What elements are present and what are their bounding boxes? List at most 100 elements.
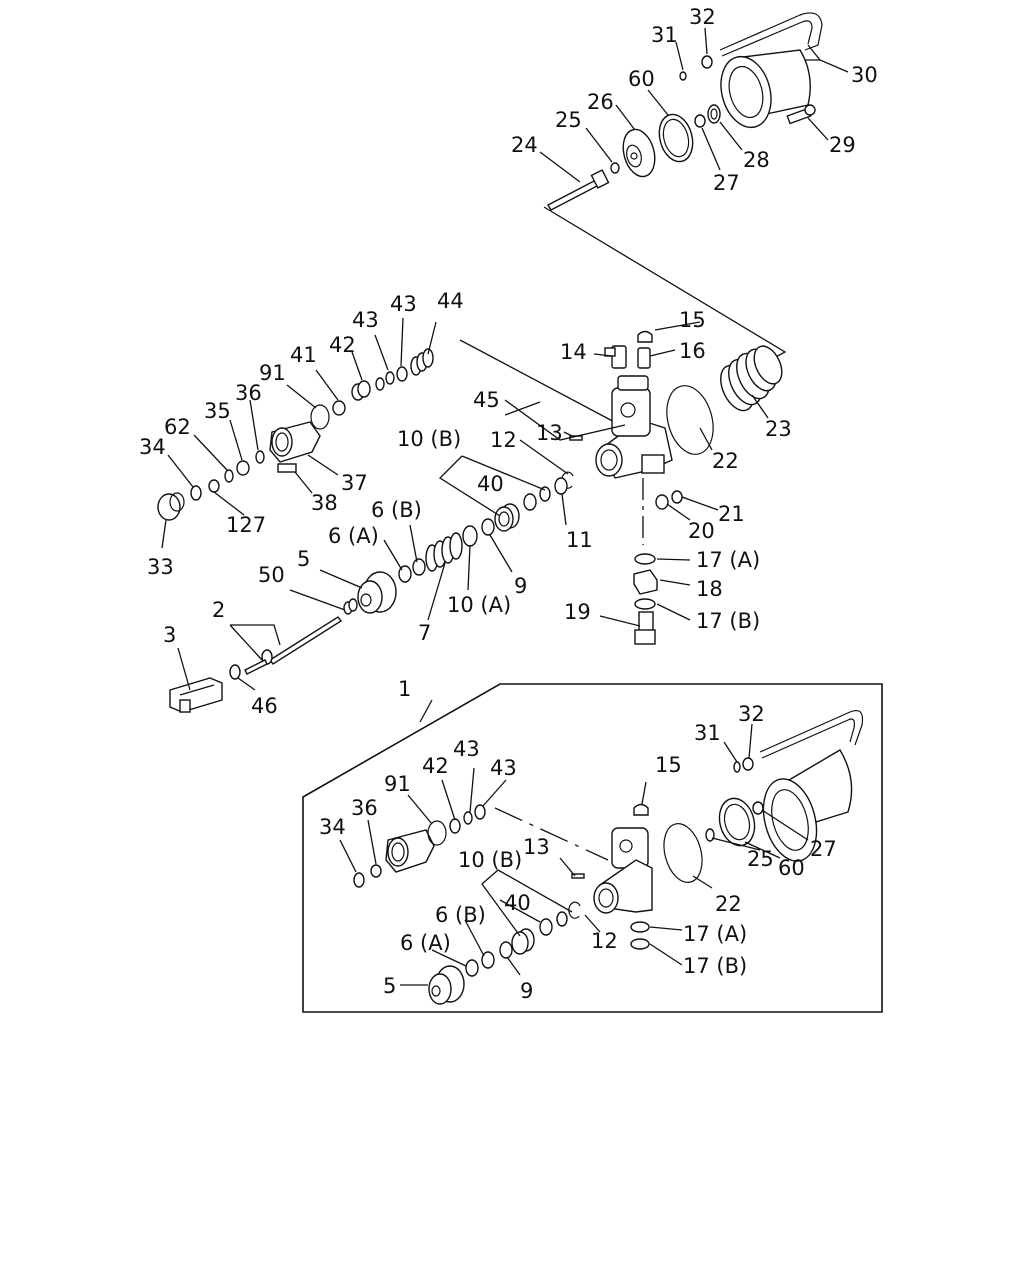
- callout-36: 36: [235, 381, 262, 405]
- cover-assembly-group: [547, 12, 823, 211]
- part-62-ring: [224, 469, 234, 483]
- inset-32: [742, 757, 754, 771]
- callout-25: 25: [555, 108, 582, 132]
- part-27-washer: [694, 114, 706, 128]
- callout-15: 15: [679, 308, 706, 332]
- inset-9: [499, 941, 513, 959]
- part-30-cover: [719, 12, 823, 129]
- callout-29: 29: [829, 133, 856, 157]
- callout-37: 37: [341, 471, 368, 495]
- inset-callout-5: 5: [383, 974, 396, 998]
- callout-11: 11: [566, 528, 593, 552]
- part-10b-cup: [494, 503, 520, 532]
- part-17a-washer: [634, 553, 656, 565]
- inset-43a: [463, 811, 473, 825]
- callout-34: 34: [139, 435, 166, 459]
- inset-25: [705, 828, 715, 842]
- part-50-boot: [343, 598, 358, 615]
- part-11-washer: [554, 477, 568, 495]
- callout-45: 45: [473, 388, 500, 412]
- inset-13: [571, 873, 585, 879]
- inset-callout-43b: 43: [490, 756, 517, 780]
- inset-callout-27: 27: [810, 837, 837, 861]
- housing: [595, 375, 673, 479]
- callout-43-a: 43: [352, 308, 379, 332]
- part-19-bolt: [634, 611, 656, 645]
- part-43a-ring: [375, 377, 385, 391]
- callout-23: 23: [765, 417, 792, 441]
- callout-35: 35: [204, 399, 231, 423]
- callout-30: 30: [851, 63, 878, 87]
- callout-38: 38: [311, 491, 338, 515]
- callout-20: 20: [688, 519, 715, 543]
- inset-callout-31: 31: [694, 721, 721, 745]
- inset-40: [539, 918, 553, 936]
- inset-callout-25: 25: [747, 847, 774, 871]
- inset-callout-17a: 17 (A): [683, 922, 747, 946]
- callout-17b-main: 17 (B): [696, 609, 760, 633]
- callout-19: 19: [564, 600, 591, 624]
- part-127-valve: [208, 479, 220, 493]
- callout-1: 1: [398, 677, 411, 701]
- callout-22: 22: [712, 449, 739, 473]
- inset-43b: [474, 804, 486, 820]
- inset-callout-6b: 6 (B): [435, 903, 486, 927]
- callout-41: 41: [290, 343, 317, 367]
- inset-60: [718, 797, 756, 847]
- inset-callout-43a: 43: [453, 737, 480, 761]
- inset-callout-17b: 17 (B): [683, 954, 747, 978]
- callout-6b: 6 (B): [371, 498, 422, 522]
- part-23-boot: [720, 345, 783, 412]
- part-14-bleeder: [604, 345, 627, 369]
- part-25-oring: [610, 162, 620, 174]
- callout-9: 9: [514, 574, 527, 598]
- leader-lines: [161, 27, 849, 986]
- inset-10b: [511, 928, 535, 955]
- part-40-oring: [523, 493, 537, 511]
- callout-21: 21: [718, 502, 745, 526]
- callout-33: 33: [147, 555, 174, 579]
- inset-callout-12: 12: [591, 929, 618, 953]
- callout-40: 40: [477, 472, 504, 496]
- inset-6b: [481, 951, 495, 969]
- part-17b-washer: [634, 598, 656, 610]
- callout-32: 32: [689, 5, 716, 29]
- part-6b-ring: [412, 558, 426, 576]
- callout-10a: 10 (A): [447, 593, 511, 617]
- part-40b-ring: [539, 486, 551, 502]
- callout-42: 42: [329, 333, 356, 357]
- callout-31: 31: [651, 23, 678, 47]
- callout-46: 46: [251, 694, 278, 718]
- part-15-cap: [637, 330, 653, 343]
- callout-18: 18: [696, 577, 723, 601]
- part-18-block: [633, 569, 658, 595]
- inset-17b: [630, 938, 650, 950]
- part-16-valve: [637, 347, 651, 369]
- callout-labels: 31 32 30 60 26 25 24 29 28 27 44 43 43 4…: [139, 5, 878, 1003]
- callout-127: 127: [226, 513, 266, 537]
- part-43b-ring: [385, 371, 395, 385]
- inset-assembly-group: [302, 683, 883, 1013]
- part-46-nut: [229, 664, 241, 680]
- part-35-spring: [236, 460, 250, 476]
- part-22-oring: [666, 385, 714, 455]
- part-7-spring: [425, 532, 463, 572]
- inset-22: [663, 823, 703, 883]
- inset-callout-13: 13: [523, 835, 550, 859]
- callout-14: 14: [560, 340, 587, 364]
- inset-5: [428, 965, 465, 1005]
- callout-7: 7: [418, 621, 431, 645]
- inset-callout-34: 34: [319, 815, 346, 839]
- part-37-cover: [269, 421, 321, 463]
- part-31-plug: [679, 71, 687, 81]
- callout-10b: 10 (B): [397, 427, 461, 451]
- part-26-piston: [622, 128, 656, 178]
- part-3-clevis: [169, 677, 223, 713]
- part-60-seal: [658, 113, 694, 163]
- inset-42: [449, 818, 461, 834]
- part-5-piston: [357, 571, 397, 614]
- inset-callout-9: 9: [520, 979, 533, 1003]
- part-44-spring: [410, 348, 434, 376]
- inset-34: [353, 872, 365, 888]
